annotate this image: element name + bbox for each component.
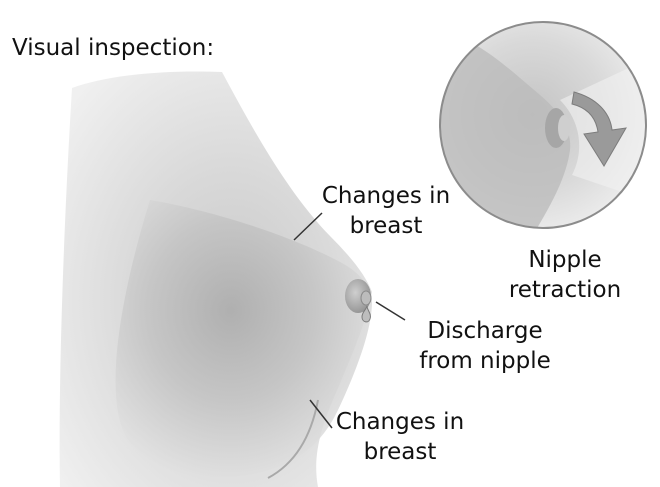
label-changes-lower-line2: breast xyxy=(330,437,470,467)
leader-line-discharge xyxy=(376,302,405,320)
label-changes-upper-line2: breast xyxy=(316,211,456,241)
label-changes-upper: Changes in breast xyxy=(316,181,456,241)
label-changes-lower-line1: Changes in xyxy=(330,407,470,437)
label-changes-lower: Changes in breast xyxy=(330,407,470,467)
label-discharge-line1: Discharge xyxy=(410,316,560,346)
label-discharge-line2: from nipple xyxy=(410,346,560,376)
nipple-tip xyxy=(361,291,371,305)
label-nipple-retraction-line2: retraction xyxy=(490,275,640,305)
inset-nipple-highlight xyxy=(558,115,570,141)
label-nipple-retraction-line1: Nipple xyxy=(490,245,640,275)
label-nipple-retraction: Nipple retraction xyxy=(490,245,640,305)
label-changes-upper-line1: Changes in xyxy=(316,181,456,211)
label-discharge: Discharge from nipple xyxy=(410,316,560,376)
